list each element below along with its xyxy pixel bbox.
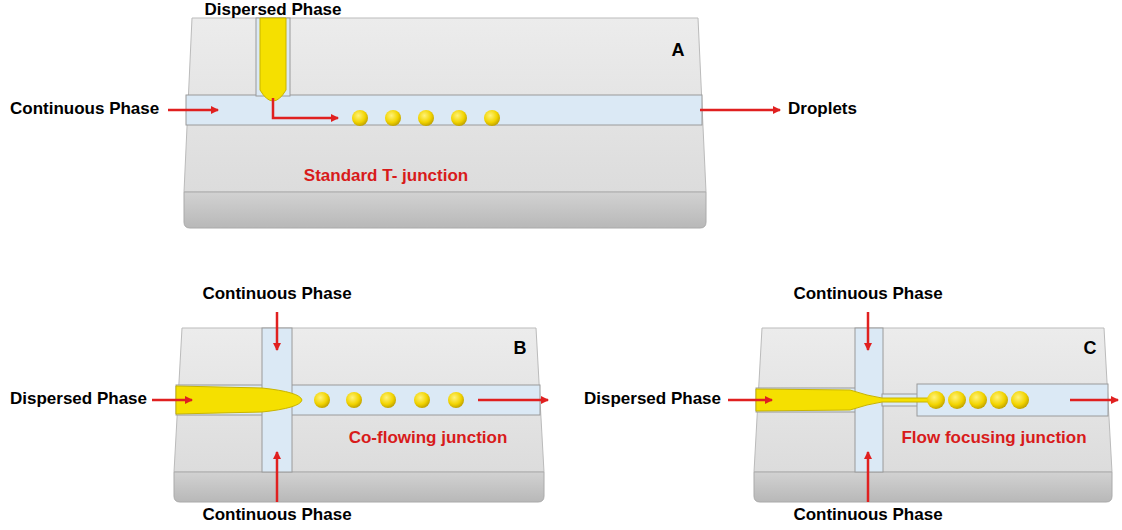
phase-label: Droplets [788,99,857,119]
phase-label: Continuous Phase [202,505,351,525]
chip-c [754,328,1112,502]
phase-label: Continuous Phase [793,284,942,304]
chip-b [174,328,544,502]
microfluidic-chip: B Co-flowing junction [176,328,542,472]
phase-label: Dispersed Phase [10,389,147,409]
panel-letter: A [672,40,685,62]
phase-label: Continuous Phase [10,99,159,119]
panel-letter: C [1084,338,1097,360]
chip-a [184,18,706,228]
panel-letter: B [514,338,527,360]
microfluidic-chip: C Flow focusing junction [756,328,1110,472]
junction-name: Flow focusing junction [901,428,1086,448]
junction-name: Co-flowing junction [349,428,508,448]
phase-label: Dispersed Phase [584,389,721,409]
microfluidic-chip: A Standard T- junction [186,18,702,192]
phase-label: Continuous Phase [202,284,351,304]
phase-label: Dispersed Phase [204,0,341,20]
junction-name: Standard T- junction [304,166,468,186]
phase-label: Continuous Phase [793,505,942,525]
